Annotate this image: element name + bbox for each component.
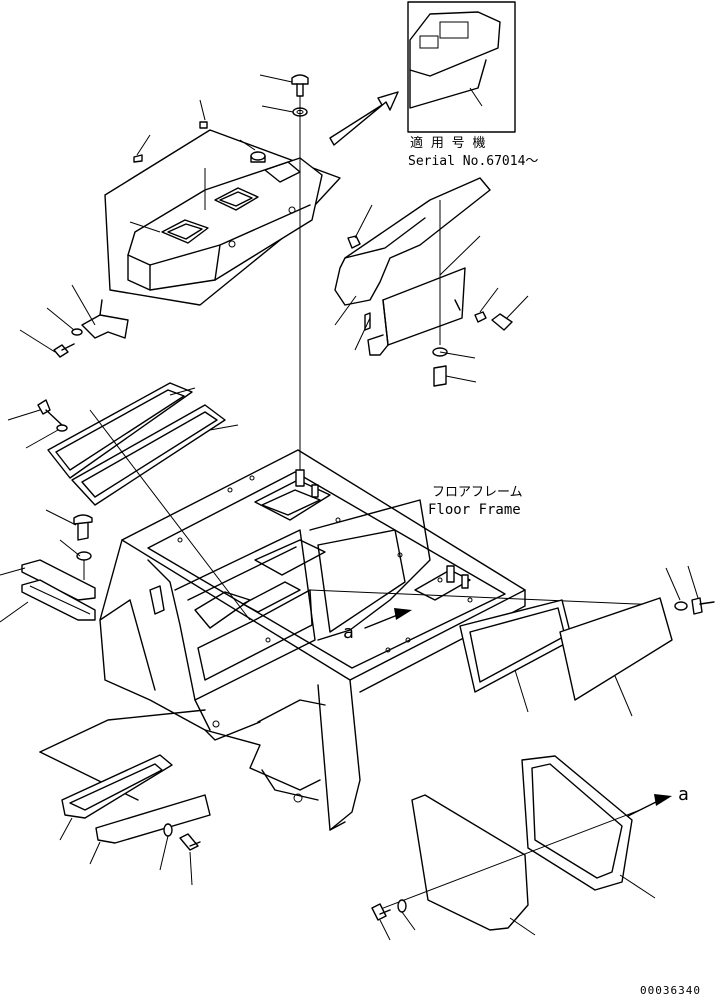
view-arrow-center — [364, 608, 412, 629]
serial-note-jp: 適 用 号 機 — [410, 135, 485, 151]
bottom-right-panels — [371, 755, 672, 941]
console-cover-group — [104, 99, 341, 306]
view-marker-center: a — [343, 622, 354, 643]
right-panels — [459, 565, 715, 717]
serial-note-en: Serial No.67014～ — [408, 154, 538, 169]
drawing-number: 00036340 — [640, 984, 701, 997]
inset-arrow — [329, 91, 399, 146]
left-bracket — [19, 284, 129, 358]
floor-frame-jp: フロアフレーム — [432, 485, 523, 500]
left-strips — [0, 509, 96, 623]
view-marker-right: a — [678, 784, 689, 805]
floor-frame-en: Floor Frame — [428, 502, 521, 518]
top-bolt — [259, 74, 309, 480]
bottom-left-panels — [39, 709, 211, 886]
left-panels — [7, 382, 239, 506]
floor-frame — [89, 409, 661, 831]
inset-detail — [407, 1, 516, 133]
side-cover — [334, 177, 529, 387]
